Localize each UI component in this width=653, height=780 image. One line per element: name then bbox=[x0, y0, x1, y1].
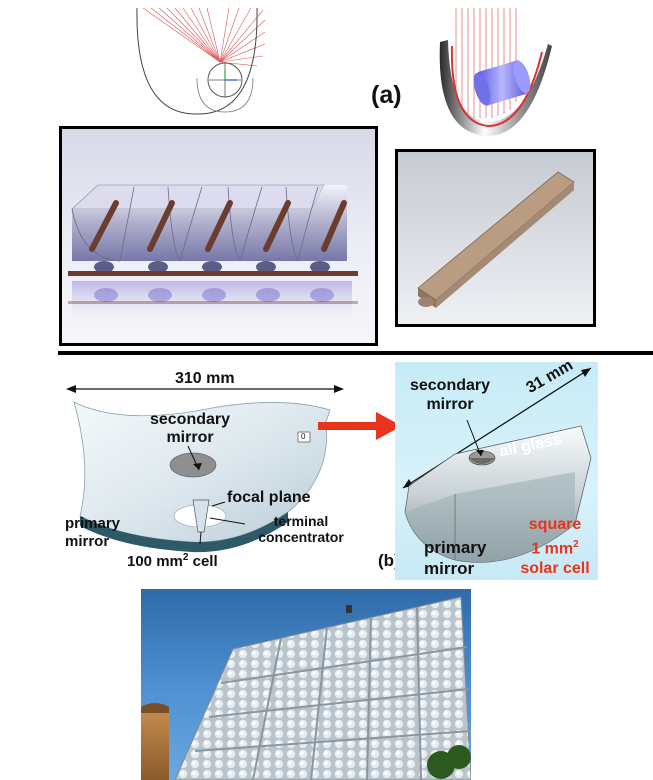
label-secondary-mirror-left: secondary mirror bbox=[149, 411, 231, 446]
terminal-concentrator-shape bbox=[192, 499, 210, 533]
single-trough-render bbox=[395, 149, 596, 327]
receiver-tube bbox=[473, 60, 531, 106]
section-divider bbox=[58, 351, 653, 355]
parabolic-mirror-outline bbox=[136, 7, 258, 115]
label-focal-plane: focal plane bbox=[227, 489, 311, 506]
secondary-mirror-disk bbox=[169, 452, 217, 478]
trees bbox=[427, 745, 471, 779]
dish-array-photo bbox=[141, 589, 471, 780]
trough-mirror-surface bbox=[439, 40, 552, 137]
glass-concentrator-panel bbox=[395, 362, 598, 580]
label-secondary-mirror-right: secondary mirror bbox=[409, 377, 491, 413]
trough-array bbox=[68, 184, 358, 329]
small-box-label: 0 bbox=[301, 432, 306, 441]
label-terminal-concentrator: terminal concentrator bbox=[258, 513, 344, 545]
dish-diagram bbox=[66, 385, 344, 553]
trough-array-render bbox=[59, 126, 378, 346]
ray-fan bbox=[142, 7, 266, 67]
solar-dish-array bbox=[174, 596, 471, 780]
label-cell: 100 mm2 cell bbox=[127, 552, 218, 570]
single-trough bbox=[417, 171, 575, 308]
panel-b-label: (b) bbox=[378, 551, 400, 570]
label-primary-mirror-left: primary mirror bbox=[65, 515, 121, 550]
trough-3d-render bbox=[439, 8, 552, 137]
tank bbox=[141, 709, 169, 780]
small-box bbox=[297, 431, 311, 443]
red-arrow bbox=[318, 412, 402, 440]
panel-a-label: (a) bbox=[371, 81, 402, 109]
label-primary-mirror-right: primary mirror bbox=[424, 538, 487, 578]
trough-ray-diagram bbox=[136, 7, 266, 115]
label-solar-cell: square 1 mm2 solar cell bbox=[520, 516, 590, 578]
dimension-label-310: 310 mm bbox=[175, 370, 235, 387]
